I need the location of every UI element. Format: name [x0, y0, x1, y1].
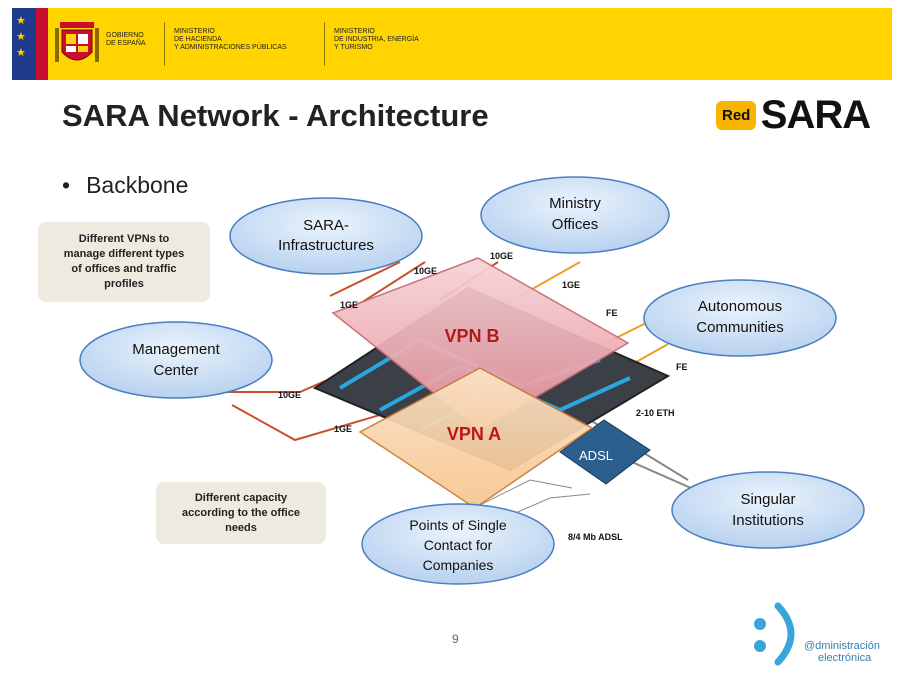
logo-sara: SARA — [760, 93, 871, 137]
node-management-line-2: Center — [153, 362, 198, 379]
node-autonomous-communities: Autonomous Communities — [643, 279, 837, 357]
note-vpns-line-1: Different VPNs to — [78, 233, 170, 245]
note-vpns: Different VPNs to manage different types… — [38, 222, 210, 302]
node-singular-institutions: Singular Institutions — [671, 471, 865, 549]
vpn-b-label: VPN B — [444, 326, 499, 346]
node-sara-infra-line-2: Infrastructures — [278, 237, 374, 254]
node-points-line-1: Points of Single — [409, 517, 506, 533]
bullet-backbone: •Backbone — [62, 172, 189, 198]
link-label-10ge-a: 10GE — [414, 266, 437, 276]
note-capacity-line-3: needs — [225, 521, 257, 534]
page-number: 9 — [452, 632, 459, 646]
link-label-eth: 2-10 ETH — [636, 408, 675, 418]
link-points-1 — [469, 479, 573, 511]
red-sara-logo: Red SARA — [716, 93, 871, 138]
ministry1-line-1: MINISTERIO — [174, 28, 215, 35]
vpn-a-label: VPN A — [447, 424, 501, 444]
ae-line-1: @dministración — [804, 640, 880, 652]
note-capacity-line-2: according to the office — [182, 506, 300, 519]
link-label-fe-a: FE — [606, 308, 618, 318]
node-management-center: Management Center — [79, 321, 273, 399]
node-points-line-3: Companies — [423, 557, 494, 573]
node-singular-line-1: Singular — [740, 491, 795, 508]
coat-of-arms-icon — [55, 22, 99, 62]
note-vpns-line-3: of offices and traffic — [71, 263, 177, 275]
link-infra-1 — [329, 261, 401, 297]
vpn-b-diamond — [331, 257, 630, 431]
link-label-1ge-a: 1GE — [340, 300, 358, 310]
ministry2-line-1: MINISTERIO — [334, 28, 375, 35]
bullet-text: Backbone — [86, 172, 189, 198]
link-label-10ge-b: 10GE — [490, 251, 513, 261]
note-capacity-line-1: Different capacity — [194, 491, 288, 504]
node-ministry-line-2: Offices — [552, 216, 598, 233]
ministry1-line-2: DE HACIENDA — [174, 36, 222, 43]
gov-line-1: GOBIERNO — [106, 32, 144, 39]
node-autonomous-line-1: Autonomous — [698, 298, 782, 315]
gov-line-2: DE ESPAÑA — [106, 40, 146, 47]
ministry1-line-3: Y ADMINISTRACIONES PÚBLICAS — [174, 44, 287, 51]
logo-red: Red — [716, 101, 757, 130]
node-autonomous-line-2: Communities — [696, 319, 784, 336]
node-sara-infra-line-1: SARA- — [303, 217, 349, 234]
link-label-10ge-mgmt: 10GE — [278, 390, 301, 400]
note-capacity: Different capacity according to the offi… — [156, 482, 326, 544]
note-vpns-line-2: manage different types — [63, 248, 185, 260]
vpn-a-diamond — [358, 367, 594, 509]
note-vpns-line-4: profiles — [104, 278, 144, 290]
link-label-fe-b: FE — [676, 362, 688, 372]
node-ministry-offices: Ministry Offices — [480, 176, 670, 254]
spain-flag-icon: ★ ★ ★ — [12, 8, 48, 80]
adsl-label: ADSL — [579, 448, 613, 463]
node-management-line-1: Management — [132, 341, 220, 358]
ministry2-line-3: Y TURISMO — [334, 44, 373, 51]
link-label-1ge-b: 1GE — [562, 280, 580, 290]
link-label-adsl: 8/4 Mb ADSL — [568, 532, 623, 542]
smiley-logo-icon — [754, 602, 795, 666]
node-points-line-2: Contact for — [424, 537, 493, 553]
node-ministry-line-1: Ministry — [549, 195, 601, 212]
ministry2-line-2: DE INDUSTRIA, ENERGÍA — [334, 36, 419, 43]
node-sara-infrastructures: SARA- Infrastructures — [229, 197, 423, 275]
page-title: SARA Network - Architecture — [62, 98, 489, 133]
link-label-1ge-mgmt: 1GE — [334, 424, 352, 434]
link-mgmt-2 — [231, 404, 391, 442]
node-points-of-single-contact: Points of Single Contact for Companies — [361, 503, 555, 585]
ae-line-2: electrónica — [818, 652, 872, 664]
node-singular-line-2: Institutions — [732, 512, 804, 529]
government-header-banner: ★ ★ ★ GOBIERNO DE ESPAÑA MINISTERIO DE H… — [12, 8, 892, 80]
